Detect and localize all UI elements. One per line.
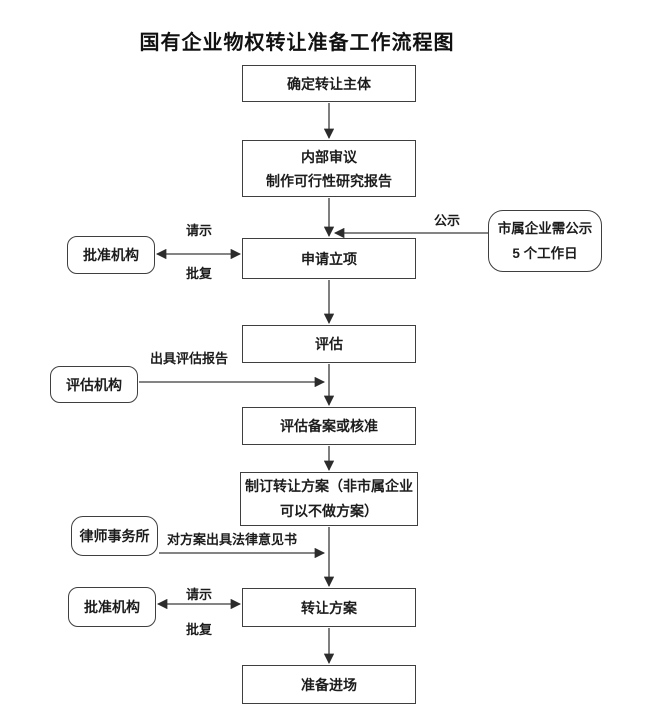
- node-determine-transfer-subject: 确定转让主体: [242, 65, 416, 102]
- node-approval-authority-bottom: 批准机构: [68, 587, 156, 627]
- node-internal-review: 内部审议 制作可行性研究报告: [242, 140, 416, 197]
- edge-label-request-bottom: 请示: [185, 587, 212, 602]
- node-label: 评估机构: [66, 376, 122, 393]
- edge-label-reply-top: 批复: [185, 266, 212, 281]
- node-law-firm: 律师事务所: [71, 516, 158, 556]
- node-label: 转让方案: [301, 599, 357, 616]
- node-label: 评估: [315, 336, 343, 352]
- node-label-line1: 市属企业需公示: [497, 221, 593, 236]
- node-label-line1: 制订转让方案（非市属企业: [245, 478, 413, 494]
- node-apply-for-project: 申请立项: [242, 238, 416, 279]
- node-prepare-entry: 准备进场: [242, 665, 416, 704]
- node-approval-authority-top: 批准机构: [67, 236, 155, 274]
- node-municipal-enterprise-publicity-note: 市属企业需公示 5 个工作日: [488, 210, 602, 272]
- node-label-line2: 5 个工作日: [512, 246, 578, 261]
- node-label: 评估备案或核准: [280, 418, 378, 434]
- node-draft-transfer-plan: 制订转让方案（非市属企业 可以不做方案）: [240, 472, 418, 526]
- edge-label-request-top: 请示: [185, 223, 212, 238]
- edge-label-legal-opinion: 对方案出具法律意见书: [166, 532, 297, 547]
- node-transfer-plan: 转让方案: [242, 588, 416, 627]
- edge-label-issue-appraisal-report: 出具评估报告: [149, 351, 228, 366]
- node-label: 批准机构: [83, 247, 139, 263]
- node-label: 申请立项: [301, 250, 357, 267]
- node-appraisal-filing-or-approval: 评估备案或核准: [242, 407, 416, 445]
- node-label-line2: 制作可行性研究报告: [266, 172, 392, 189]
- node-label: 准备进场: [301, 676, 357, 693]
- node-label: 批准机构: [84, 599, 140, 615]
- node-label-line2: 可以不做方案）: [280, 503, 378, 519]
- node-appraisal: 评估: [242, 325, 416, 363]
- page-title: 国有企业物权转让准备工作流程图: [139, 32, 455, 54]
- edge-label-publicity: 公示: [433, 213, 460, 228]
- node-label: 律师事务所: [79, 528, 150, 544]
- node-appraisal-agency: 评估机构: [50, 366, 138, 403]
- node-label-line1: 内部审议: [301, 148, 357, 165]
- node-label: 确定转让主体: [287, 75, 371, 92]
- edge-label-reply-bottom: 批复: [185, 622, 212, 637]
